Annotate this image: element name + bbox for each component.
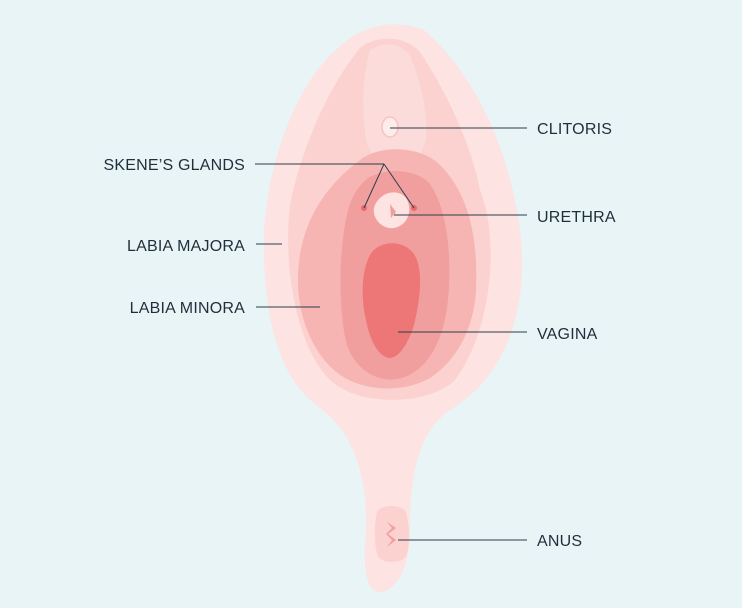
skenes-leader-left — [363, 163, 385, 209]
label-anus: ANUS — [537, 533, 582, 550]
anus-opening — [386, 522, 396, 547]
skenes-leader-right — [383, 163, 415, 209]
vagina-shape — [362, 243, 421, 358]
label-labia-minora: LABIA MINORA — [130, 300, 245, 317]
label-labia-majora: LABIA MAJORA — [127, 238, 245, 255]
label-skenes-glands: SKENE’S GLANDS — [103, 157, 245, 174]
label-vagina: VAGINA — [537, 326, 598, 343]
clitoris-shape — [381, 116, 399, 138]
anus-shape — [374, 506, 409, 562]
clitoral-hood-shape — [363, 44, 427, 168]
label-urethra: URETHRA — [537, 209, 616, 226]
urethra-opening — [390, 204, 396, 218]
label-clitoris: CLITORIS — [537, 121, 612, 138]
